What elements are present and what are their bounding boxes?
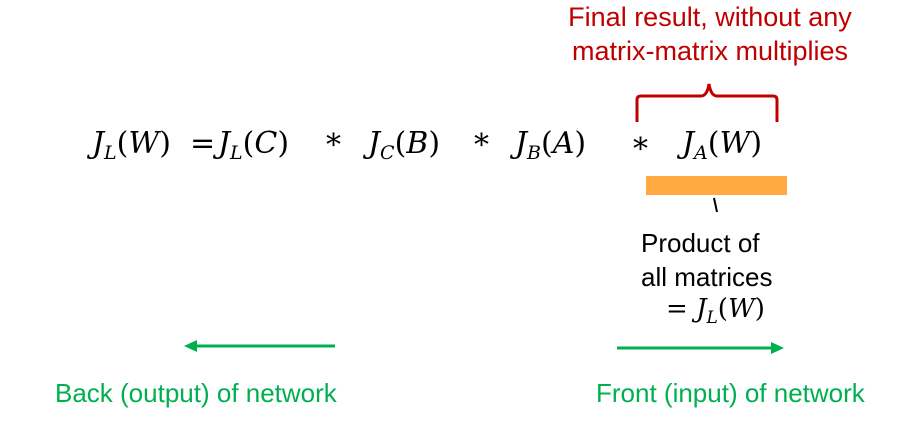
equation-term-1: JL(C) (218, 126, 290, 164)
operator-3: * (633, 132, 648, 167)
equation-term-2: JC(B) (368, 126, 441, 164)
back-label: Back (output) of network (55, 378, 337, 408)
product-note-equation: = JL(W) (666, 294, 765, 328)
back-arrow-icon (184, 340, 335, 352)
front-arrow-icon (617, 342, 784, 354)
connector-line (713, 197, 718, 213)
equation-term-3: JB(A) (515, 126, 587, 164)
front-label: Front (input) of network (596, 378, 865, 408)
annotation-text: Final result, without any matrix-matrix … (540, 0, 880, 68)
equation-lhs: JL(W) (92, 126, 171, 164)
operator-1: * (326, 128, 341, 163)
annotation-brace (635, 83, 779, 122)
annotation-line-1: Final result, without any (568, 2, 852, 32)
product-note: Product of all matrices (641, 226, 772, 294)
highlight-bar (646, 176, 787, 195)
equation-term-4: JA(W) (682, 126, 763, 164)
product-note-line-2: all matrices (641, 262, 773, 292)
equation: JL(W) (92, 126, 171, 164)
annotation-line-2: matrix-matrix multiplies (571, 36, 849, 66)
product-note-line-1: Product of (641, 228, 760, 258)
operator-2: * (474, 128, 489, 163)
equation-equals: = (190, 126, 216, 161)
